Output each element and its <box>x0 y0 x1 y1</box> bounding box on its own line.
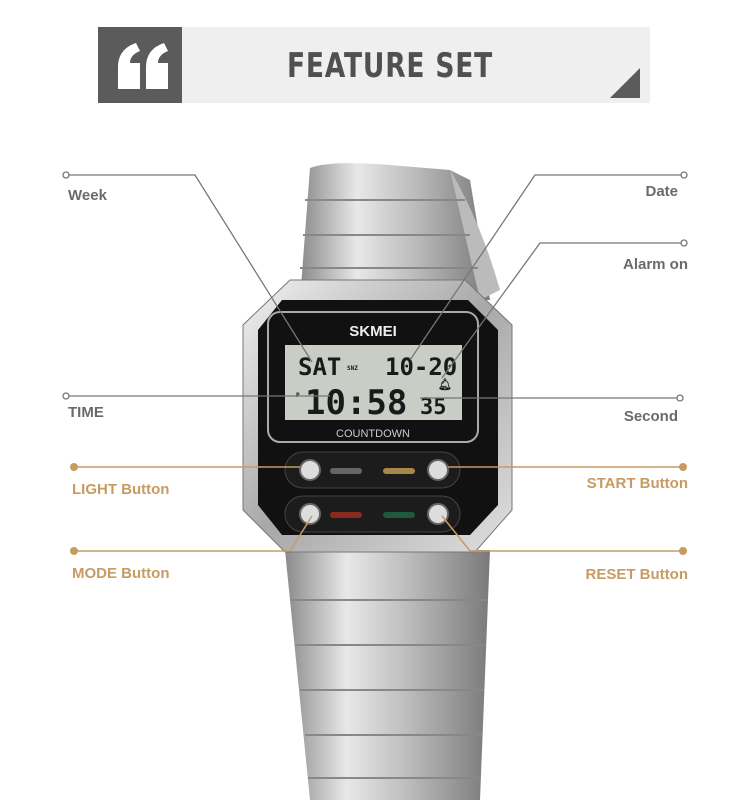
label-reset-button: RESET Button <box>585 566 689 583</box>
brand-logo: SKMEI <box>349 323 397 340</box>
reset-button[interactable] <box>427 503 449 525</box>
lcd-time: 10:58 <box>305 383 407 423</box>
label-time: TIME <box>68 404 104 421</box>
label-week: Week <box>68 187 107 204</box>
label-alarm: Alarm on <box>622 256 688 273</box>
lcd-screen <box>285 345 462 420</box>
corner-triangle-icon <box>610 68 640 98</box>
page-title: FEATURE SET <box>287 46 493 86</box>
light-button[interactable] <box>299 459 321 481</box>
label-date: Date <box>645 183 678 200</box>
lcd-seconds: 35 <box>420 395 447 420</box>
mode-button[interactable] <box>299 503 321 525</box>
alarm-bell-icon: 🔔︎ <box>438 378 452 391</box>
label-second: Second <box>623 408 678 425</box>
lcd-date: 10-20 <box>385 353 457 381</box>
lcd-day: SAT <box>298 353 341 381</box>
label-start-button: START Button <box>586 475 688 492</box>
header-banner <box>98 27 650 103</box>
leader-lines <box>66 174 684 399</box>
label-light-button: LIGHT Button <box>72 481 170 498</box>
watch-band <box>285 163 500 800</box>
start-button[interactable] <box>427 459 449 481</box>
label-mode-button: MODE Button <box>72 565 170 582</box>
countdown-label: COUNTDOWN <box>336 428 410 440</box>
quote-icon <box>98 27 182 103</box>
lcd-snooze: SNZ <box>347 365 358 372</box>
